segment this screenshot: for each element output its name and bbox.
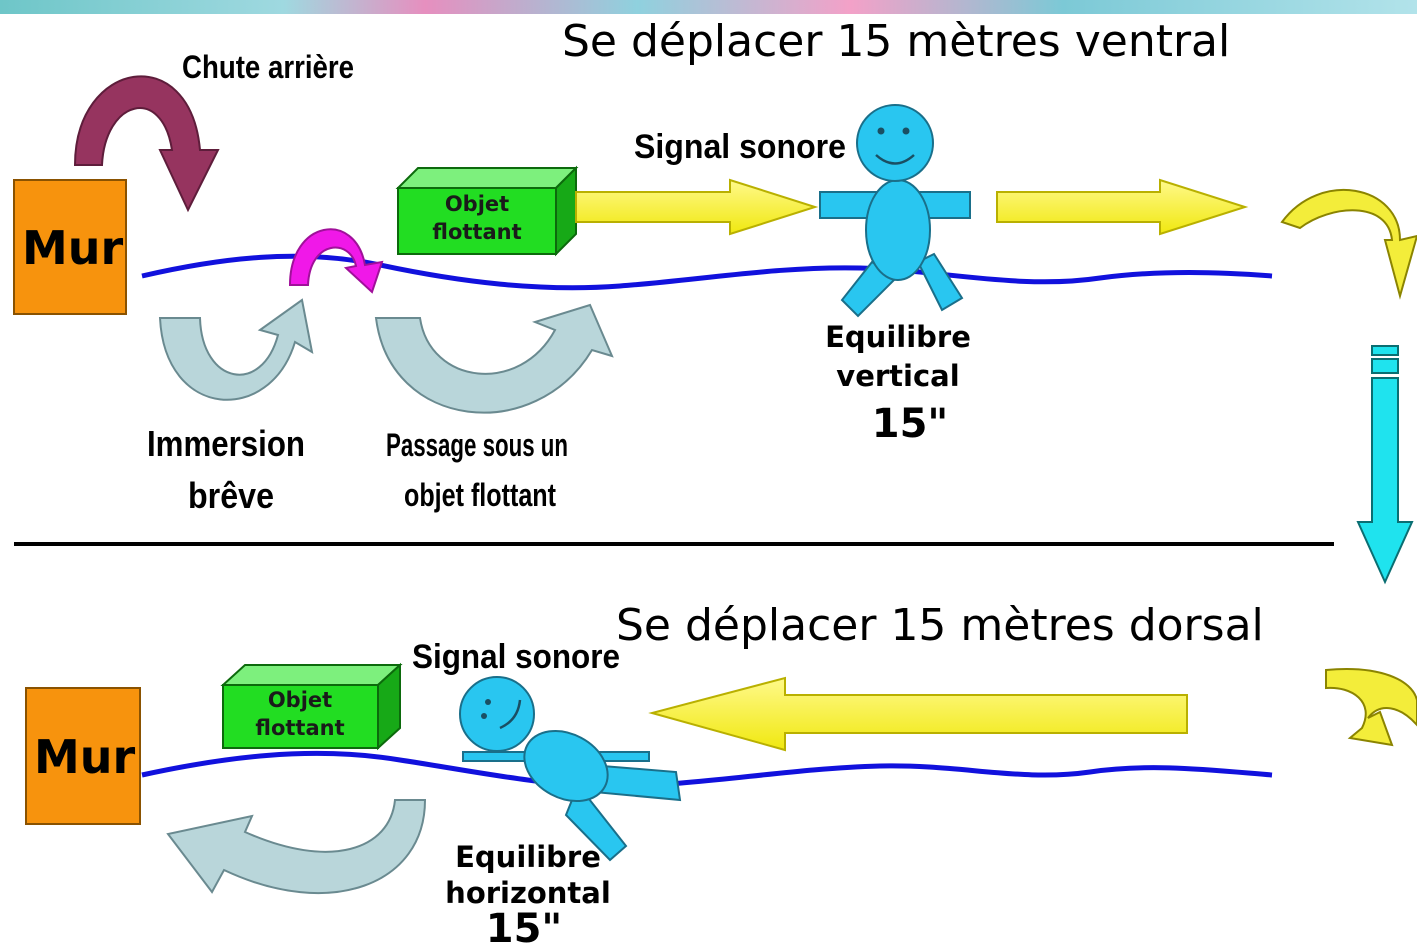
passage-label-line1: Passage sous un: [386, 427, 568, 463]
wall-bottom: [25, 687, 141, 825]
signal-arrow-1-icon: [575, 178, 819, 236]
vertical-balance-duration: 15": [872, 401, 949, 447]
decorative-top-band: [0, 0, 1417, 14]
water-line-top: [141, 253, 1273, 291]
sound-signal-label-bottom: Signal sonore: [412, 638, 620, 676]
passage-curve-arrow-icon: [374, 303, 614, 414]
ventral-title: Se déplacer 15 mètres ventral: [562, 16, 1230, 67]
floating-object-box-bottom: [220, 662, 403, 751]
immersion-label-line1: Immersion: [147, 423, 305, 464]
wall-top: [13, 179, 127, 315]
horizontal-balance-line1: Equilibre: [455, 840, 601, 874]
signal-arrow-2-icon: [996, 178, 1249, 236]
wall-top-label: Mur: [22, 221, 124, 275]
return-down-arrow-icon: [1356, 345, 1414, 585]
turn-arrow-bottom-icon: [1325, 668, 1417, 747]
immersion-label-line2: brêve: [188, 475, 274, 516]
horizontal-balance-duration: 15": [486, 906, 563, 945]
signal-arrow-left-icon: [648, 676, 1188, 752]
floating-object-bottom-line2: flottant: [255, 716, 344, 740]
floating-object-box-top: [395, 165, 579, 257]
back-fall-label: Chute arrière: [182, 49, 354, 85]
back-fall-arrow-icon: [73, 75, 220, 213]
immersion-arrow-icon: [288, 228, 384, 294]
turn-arrow-top-icon: [1280, 189, 1417, 300]
immersion-curve-arrow-icon: [158, 298, 314, 401]
water-line-bottom: [141, 750, 1273, 790]
vertical-balance-line1: Equilibre: [825, 320, 971, 354]
floating-object-bottom-line1: Objet: [268, 688, 332, 712]
dorsal-title: Se déplacer 15 mètres dorsal: [616, 600, 1264, 651]
vertical-balance-line2: vertical: [836, 359, 959, 393]
wall-bottom-label: Mur: [34, 730, 136, 784]
horizontal-balance-line2: horizontal: [445, 876, 611, 910]
horizontal-swimmer-figure: [459, 676, 682, 862]
floating-object-top-line2: flottant: [432, 220, 521, 244]
vertical-swimmer-figure: [819, 104, 971, 318]
return-curve-arrow-icon: [166, 799, 427, 894]
floating-object-top-line1: Objet: [445, 192, 509, 216]
passage-label-line2: objet flottant: [404, 477, 556, 513]
sound-signal-label-top: Signal sonore: [634, 128, 846, 166]
